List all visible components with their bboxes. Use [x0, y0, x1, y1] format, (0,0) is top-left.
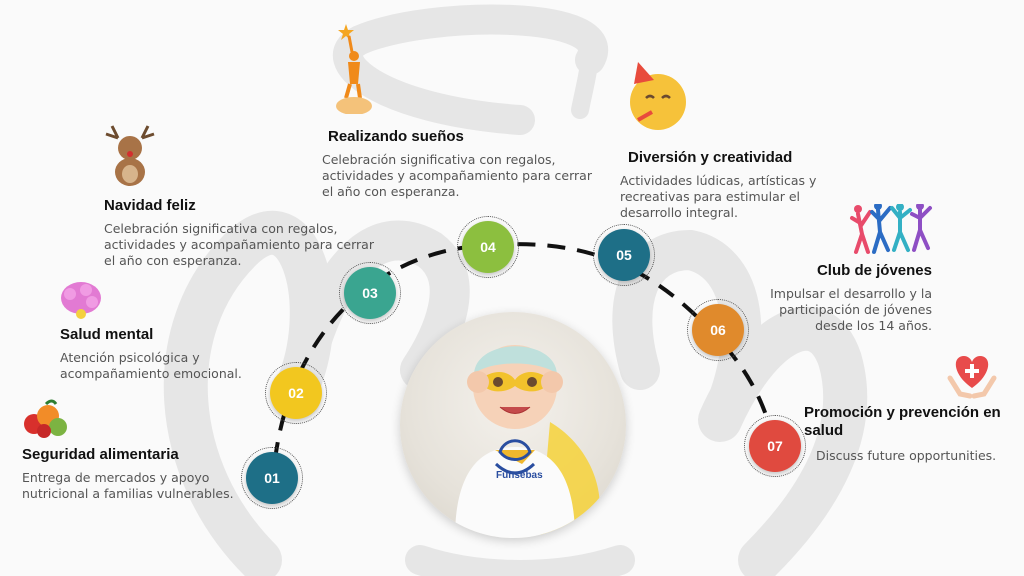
step-06-text: Club de jóvenes Impulsar el desarrollo y… — [752, 262, 932, 334]
step-04-ring — [457, 216, 519, 278]
step-06-circle[interactable]: 06 — [692, 304, 744, 356]
step-07-ring — [744, 415, 806, 477]
step-04-desc: Celebración significativa con regalos, a… — [322, 152, 592, 199]
step-01-number: 01 — [264, 470, 280, 486]
step-03-title: Navidad feliz — [104, 197, 196, 214]
child-hero-photo: Funsebas — [400, 312, 626, 538]
step-06-title: Club de jóvenes — [816, 262, 932, 279]
reindeer-icon — [105, 125, 155, 186]
heart-hands-icon — [947, 356, 997, 399]
step-07-circle[interactable]: 07 — [749, 420, 801, 472]
step-06-number: 06 — [710, 322, 726, 338]
step-02-title: Salud mental — [60, 326, 154, 343]
step-02-text: Salud mental Atención psicológica y acom… — [60, 326, 275, 382]
step-04-circle[interactable]: 04 — [462, 221, 514, 273]
step-05-circle[interactable]: 05 — [598, 229, 650, 281]
child-illustration — [455, 345, 600, 538]
child-star-icon — [336, 24, 372, 114]
step-01-title: Seguridad alimentaria — [22, 446, 179, 463]
jumping-people-icon — [850, 204, 932, 254]
step-07-desc: Discuss future opportunities. — [816, 448, 997, 463]
step-05-text: Diversión y creatividad Actividades lúdi… — [620, 149, 850, 221]
step-07-number: 07 — [767, 438, 783, 454]
step-04-number: 04 — [480, 239, 496, 255]
step-03-ring — [339, 262, 401, 324]
step-02-ring — [265, 362, 327, 424]
step-06-ring — [687, 299, 749, 361]
step-05-ring — [593, 224, 655, 286]
step-01-circle[interactable]: 01 — [246, 452, 298, 504]
step-03-desc: Celebración significativa con regalos, a… — [104, 221, 374, 268]
step-06-desc: Impulsar el desarrollo y la participació… — [770, 286, 932, 333]
brain-icon — [61, 282, 101, 319]
funsebas-logo-text: Funsebas — [496, 470, 543, 481]
fruits-icon — [24, 399, 67, 438]
step-05-number: 05 — [616, 247, 632, 263]
step-02-desc: Atención psicológica y acompañamiento em… — [60, 350, 242, 381]
step-02-circle[interactable]: 02 — [270, 367, 322, 419]
step-05-title: Diversión y creatividad — [628, 149, 793, 166]
step-02-number: 02 — [288, 385, 304, 401]
step-01-text: Seguridad alimentaria Entrega de mercado… — [22, 446, 237, 502]
step-04-title: Realizando sueños — [328, 128, 464, 145]
step-01-ring — [241, 447, 303, 509]
step-04-text: Realizando sueños Celebración significat… — [322, 128, 592, 200]
party-emoji-icon — [630, 62, 686, 130]
step-07-text: Promoción y prevención en salud Discuss … — [804, 404, 1014, 464]
step-01-desc: Entrega de mercados y apoyo nutricional … — [22, 470, 234, 501]
step-03-number: 03 — [362, 285, 378, 301]
step-03-text: Navidad feliz Celebración significativa … — [104, 197, 374, 269]
step-03-circle[interactable]: 03 — [344, 267, 396, 319]
step-07-title: Promoción y prevención en salud — [804, 404, 1001, 439]
step-05-desc: Actividades lúdicas, artísticas y recrea… — [620, 173, 817, 220]
